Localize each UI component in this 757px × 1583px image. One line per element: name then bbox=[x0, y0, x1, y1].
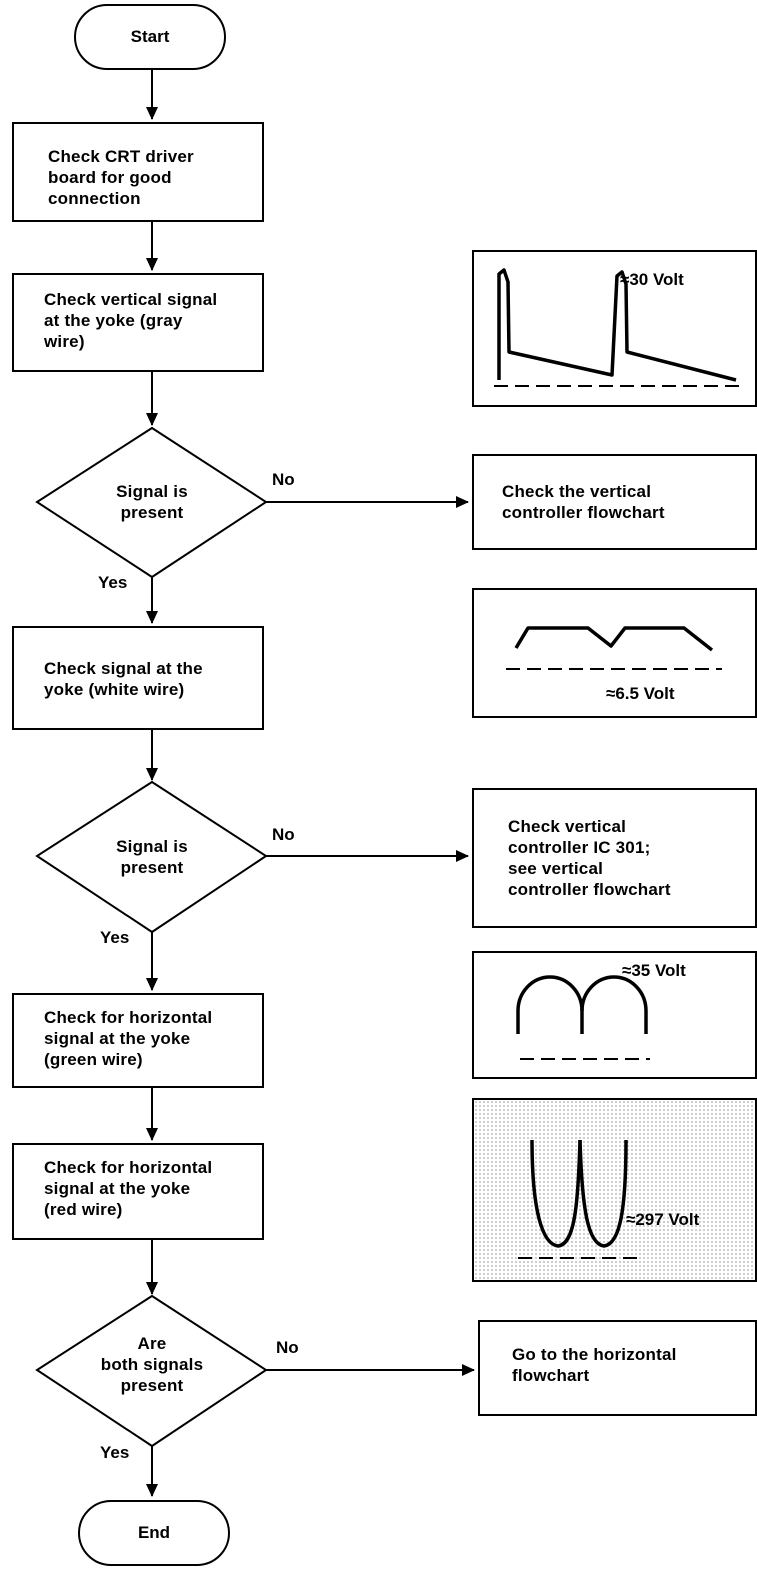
end-terminal: End bbox=[78, 1500, 230, 1566]
waveform-red-wire-volt: ≈297 Volt bbox=[626, 1210, 700, 1229]
decision-3-text: Are both signals present bbox=[100, 1334, 204, 1395]
action-vertical-ic301: Check vertical controller IC 301; see ve… bbox=[472, 788, 757, 928]
end-label: End bbox=[137, 1523, 171, 1542]
step-check-green-wire-text: Check for horizontal signal at the yoke … bbox=[44, 1008, 213, 1069]
waveform-gray-wire-volt: ≈30 Volt bbox=[620, 270, 684, 289]
no-label-1: No bbox=[272, 470, 295, 489]
waveform-red-wire: ≈297 Volt bbox=[472, 1098, 757, 1282]
action-vertical-ic301-text: Check vertical controller IC 301; see ve… bbox=[508, 817, 671, 899]
start-terminal: Start bbox=[74, 4, 226, 70]
step-check-red-wire-text: Check for horizontal signal at the yoke … bbox=[44, 1158, 213, 1219]
action-vertical-flowchart-text: Check the vertical controller flowchart bbox=[502, 482, 665, 522]
waveform-white-wire: ≈6.5 Volt bbox=[472, 588, 757, 718]
waveform-green-wire-trace bbox=[516, 975, 650, 1060]
yes-label-2: Yes bbox=[100, 928, 130, 947]
decision-diamond-2 bbox=[35, 780, 268, 934]
action-horizontal-flowchart: Go to the horizontal flowchart bbox=[478, 1320, 757, 1416]
waveform-red-wire-trace bbox=[518, 1139, 642, 1259]
start-label: Start bbox=[130, 27, 170, 46]
decision-diamond-1 bbox=[35, 426, 268, 579]
step-check-crt-driver-text: Check CRT driver board for good connecti… bbox=[48, 147, 194, 208]
action-vertical-flowchart: Check the vertical controller flowchart bbox=[472, 454, 757, 550]
step-check-red-wire: Check for horizontal signal at the yoke … bbox=[12, 1143, 264, 1240]
yes-label-3: Yes bbox=[100, 1443, 130, 1462]
waveform-green-wire-volt: ≈35 Volt bbox=[622, 961, 686, 980]
step-check-white-wire-text: Check signal at the yoke (white wire) bbox=[44, 659, 203, 699]
waveform-white-wire-volt: ≈6.5 Volt bbox=[606, 684, 675, 703]
step-check-vertical-gray-text: Check vertical signal at the yoke (gray … bbox=[44, 290, 218, 351]
decision-1-text: Signal is present bbox=[116, 482, 188, 522]
no-label-3: No bbox=[276, 1338, 299, 1357]
waveform-gray-wire-trace bbox=[494, 268, 744, 387]
action-horizontal-flowchart-text: Go to the horizontal flowchart bbox=[512, 1345, 677, 1385]
decision-diamond-3 bbox=[35, 1294, 268, 1448]
step-check-white-wire: Check signal at the yoke (white wire) bbox=[12, 626, 264, 730]
no-label-2: No bbox=[272, 825, 295, 844]
yes-label-1: Yes bbox=[98, 573, 128, 592]
waveform-white-wire-trace bbox=[506, 626, 722, 670]
step-check-vertical-gray: Check vertical signal at the yoke (gray … bbox=[12, 273, 264, 372]
step-check-crt-driver: Check CRT driver board for good connecti… bbox=[12, 122, 264, 222]
waveform-gray-wire: ≈30 Volt bbox=[472, 250, 757, 407]
decision-2-text: Signal is present bbox=[116, 837, 188, 877]
waveform-green-wire: ≈35 Volt bbox=[472, 951, 757, 1079]
step-check-green-wire: Check for horizontal signal at the yoke … bbox=[12, 993, 264, 1088]
